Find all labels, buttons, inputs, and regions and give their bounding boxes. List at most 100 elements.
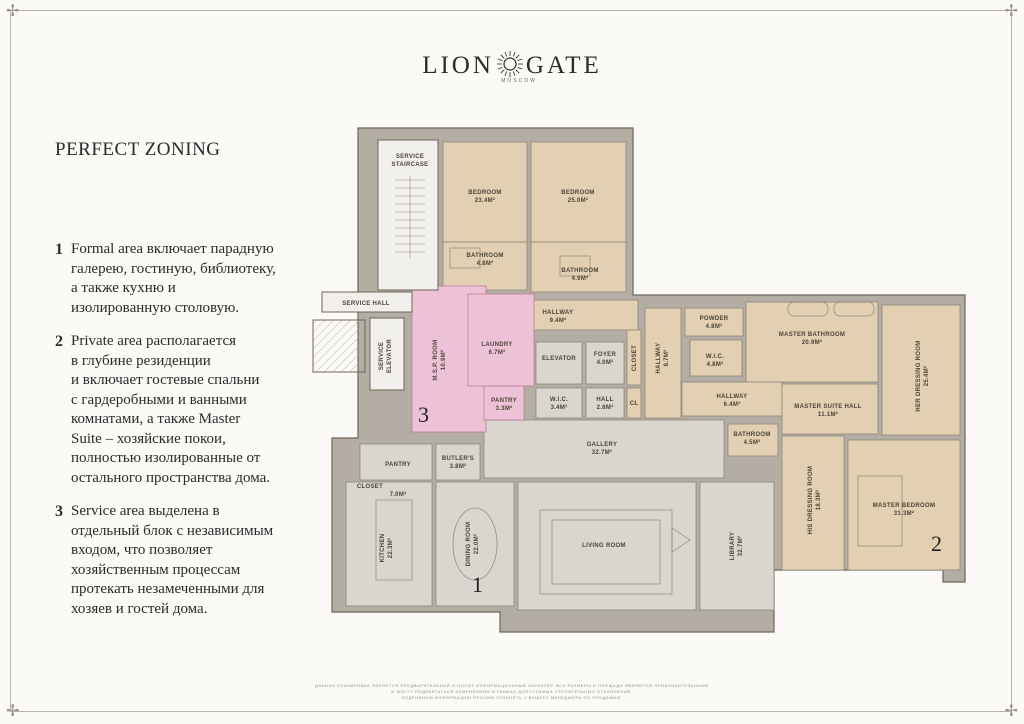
- label-master-bathroom-area: 20.9M²: [802, 339, 822, 346]
- label-msp-room-area: 10.9M²: [440, 350, 447, 370]
- label-foyer: FOYER: [594, 352, 617, 358]
- label-hallway-2: HALLWAY: [656, 343, 662, 374]
- label-living: LIVING ROOM: [582, 543, 626, 549]
- room-his-dressing: [781, 435, 845, 571]
- label-master-bedroom: MASTER BEDROOM: [873, 503, 936, 509]
- zone-number: 3: [55, 503, 63, 520]
- room-pantry-1: [483, 385, 525, 421]
- page-frame: [10, 10, 1012, 712]
- label-his-dressing: HIS DRESSING ROOM: [808, 466, 814, 534]
- label-hallway-1-area: 9.4M²: [550, 317, 567, 324]
- label-pantry-1: PANTRY: [491, 398, 517, 404]
- room-library: [699, 481, 775, 611]
- label-his-dressing-area: 18.3M²: [815, 490, 822, 510]
- label-bathroom-1: BATHROOM: [466, 253, 503, 259]
- label-powder-area: 4.8M²: [706, 323, 723, 330]
- zone-number: 2: [55, 333, 63, 350]
- room-cl: [626, 387, 642, 419]
- label-pantry-2-area: 7.0M²: [390, 491, 407, 498]
- label-wic-1-area: 4.8M²: [707, 361, 724, 368]
- sun-emblem-icon: [496, 51, 523, 77]
- room-bathroom-3: [727, 423, 779, 457]
- brand-logo: LION GATE MOSCOW: [0, 50, 1024, 84]
- corner-ornament-top-left: ✢: [6, 3, 20, 20]
- label-butlers: BUTLER'S: [442, 456, 474, 462]
- room-hallway-2: [644, 307, 682, 419]
- label-hallway-3-area: 6.4M²: [724, 401, 741, 408]
- label-wic-2: W.I.C.: [550, 397, 568, 403]
- label-bathroom-3-area: 4.5M²: [744, 439, 761, 446]
- room-service-staircase: [377, 139, 439, 291]
- brand-city: MOSCOW: [501, 78, 537, 84]
- disclaimer-footnote: ДАННАЯ ПЛАНИРОВКА ЯВЛЯЕТСЯ ПРЕДВАРИТЕЛЬН…: [0, 683, 1024, 701]
- zone-text: Formal area включает парадную галерею, г…: [71, 241, 276, 316]
- room-pantry-2: [359, 443, 433, 481]
- label-service-staircase-2: STAIRCASE: [392, 162, 429, 168]
- room-bedroom-2: [530, 141, 627, 243]
- label-library-area: 32.7M²: [737, 536, 744, 556]
- room-bedroom-1: [442, 141, 528, 243]
- label-closet-1: CLOSET: [632, 345, 638, 371]
- room-hall: [585, 387, 625, 419]
- label-master-bathroom: MASTER BATHROOM: [779, 332, 845, 338]
- room-dining: [435, 481, 515, 607]
- room-wic-2: [535, 387, 583, 419]
- zone-text: Private area располагается в глубине рез…: [71, 333, 271, 486]
- label-butlers-area: 3.8M²: [450, 463, 467, 470]
- zone-marker-1: 1: [472, 572, 483, 597]
- room-service-hall: [321, 291, 413, 313]
- label-foyer-area: 4.0M²: [597, 359, 614, 366]
- staircase-treads: [395, 176, 425, 258]
- label-hall-area: 2.8M²: [597, 404, 614, 411]
- furniture-sketches: [375, 247, 903, 595]
- label-bathroom-2-area: 4.9M²: [572, 275, 589, 282]
- label-hallway-1: HALLWAY: [543, 310, 574, 316]
- label-master-bedroom-area: 31.3M²: [894, 510, 914, 517]
- label-bedroom-2: BEDROOM: [561, 190, 594, 196]
- label-wic-2-area: 3.4M²: [551, 404, 568, 411]
- zone-marker-3: 3: [418, 402, 429, 427]
- zone-item-private: 2 Private area располагается в глубине р…: [55, 332, 315, 488]
- service-lift-shaft: [312, 319, 366, 373]
- label-master-suite-hall: MASTER SUITE HALL: [794, 404, 861, 410]
- label-laundry: LAUNDRY: [481, 342, 512, 348]
- room-service-elevator: [369, 317, 405, 391]
- room-her-dressing: [881, 304, 961, 436]
- label-library: LIBRARY: [730, 532, 736, 561]
- zone-item-service: 3 Service area выделена в отдельный блок…: [55, 502, 315, 619]
- room-bathroom-2: [530, 241, 627, 293]
- corner-ornament-bottom-right: ✢: [1004, 703, 1018, 720]
- zone-descriptions: 1 Formal area включает парадную галерею,…: [55, 240, 315, 633]
- label-her-dressing-area: 25.4M²: [923, 366, 930, 386]
- disclaimer-line: ПОДРОБНУЮ ИНФОРМАЦИЮ ПРОСИМ УТОЧНЯТЬ У В…: [401, 695, 623, 700]
- room-elevator: [535, 341, 583, 385]
- label-dining: DINING ROOM: [466, 522, 472, 567]
- room-master-suite-hall: [781, 383, 879, 435]
- room-butlers: [435, 443, 481, 481]
- label-gallery-area: 32.7M²: [592, 449, 612, 456]
- room-living: [517, 481, 697, 611]
- disclaimer-line: ДАННАЯ ПЛАНИРОВКА ЯВЛЯЕТСЯ ПРЕДВАРИТЕЛЬН…: [315, 683, 709, 688]
- label-wic-1: W.I.C.: [706, 354, 724, 360]
- label-cl: CL: [630, 401, 639, 407]
- brand-name-left: LION: [422, 52, 494, 79]
- label-bedroom-2-area: 25.0M²: [568, 197, 588, 204]
- room-closet-1: [626, 329, 642, 386]
- room-master-bedroom: [847, 439, 961, 571]
- corner-ornament-bottom-left: ✢: [6, 703, 20, 720]
- label-bathroom-3: BATHROOM: [733, 432, 770, 438]
- label-bedroom-1-area: 23.4M²: [475, 197, 495, 204]
- room-wic-1: [689, 339, 743, 377]
- zone-item-formal: 1 Formal area включает парадную галерею,…: [55, 240, 315, 318]
- label-msp-room: M.S.P. ROOM: [433, 340, 439, 381]
- label-hall: HALL: [596, 397, 613, 403]
- label-closet-2: CLOSET: [357, 484, 383, 490]
- floor-plan: SERVICE STAIRCASE BEDROOM 23.4M² BEDROOM…: [312, 127, 966, 633]
- zone-number: 1: [55, 241, 63, 258]
- label-service-staircase-1: SERVICE: [396, 154, 424, 160]
- room-laundry: [467, 293, 535, 387]
- zone-marker-2: 2: [931, 531, 942, 556]
- label-hallway-3: HALLWAY: [717, 394, 748, 400]
- label-pantry-1-area: 3.3M²: [496, 405, 513, 412]
- brand-name-right: GATE: [525, 52, 602, 79]
